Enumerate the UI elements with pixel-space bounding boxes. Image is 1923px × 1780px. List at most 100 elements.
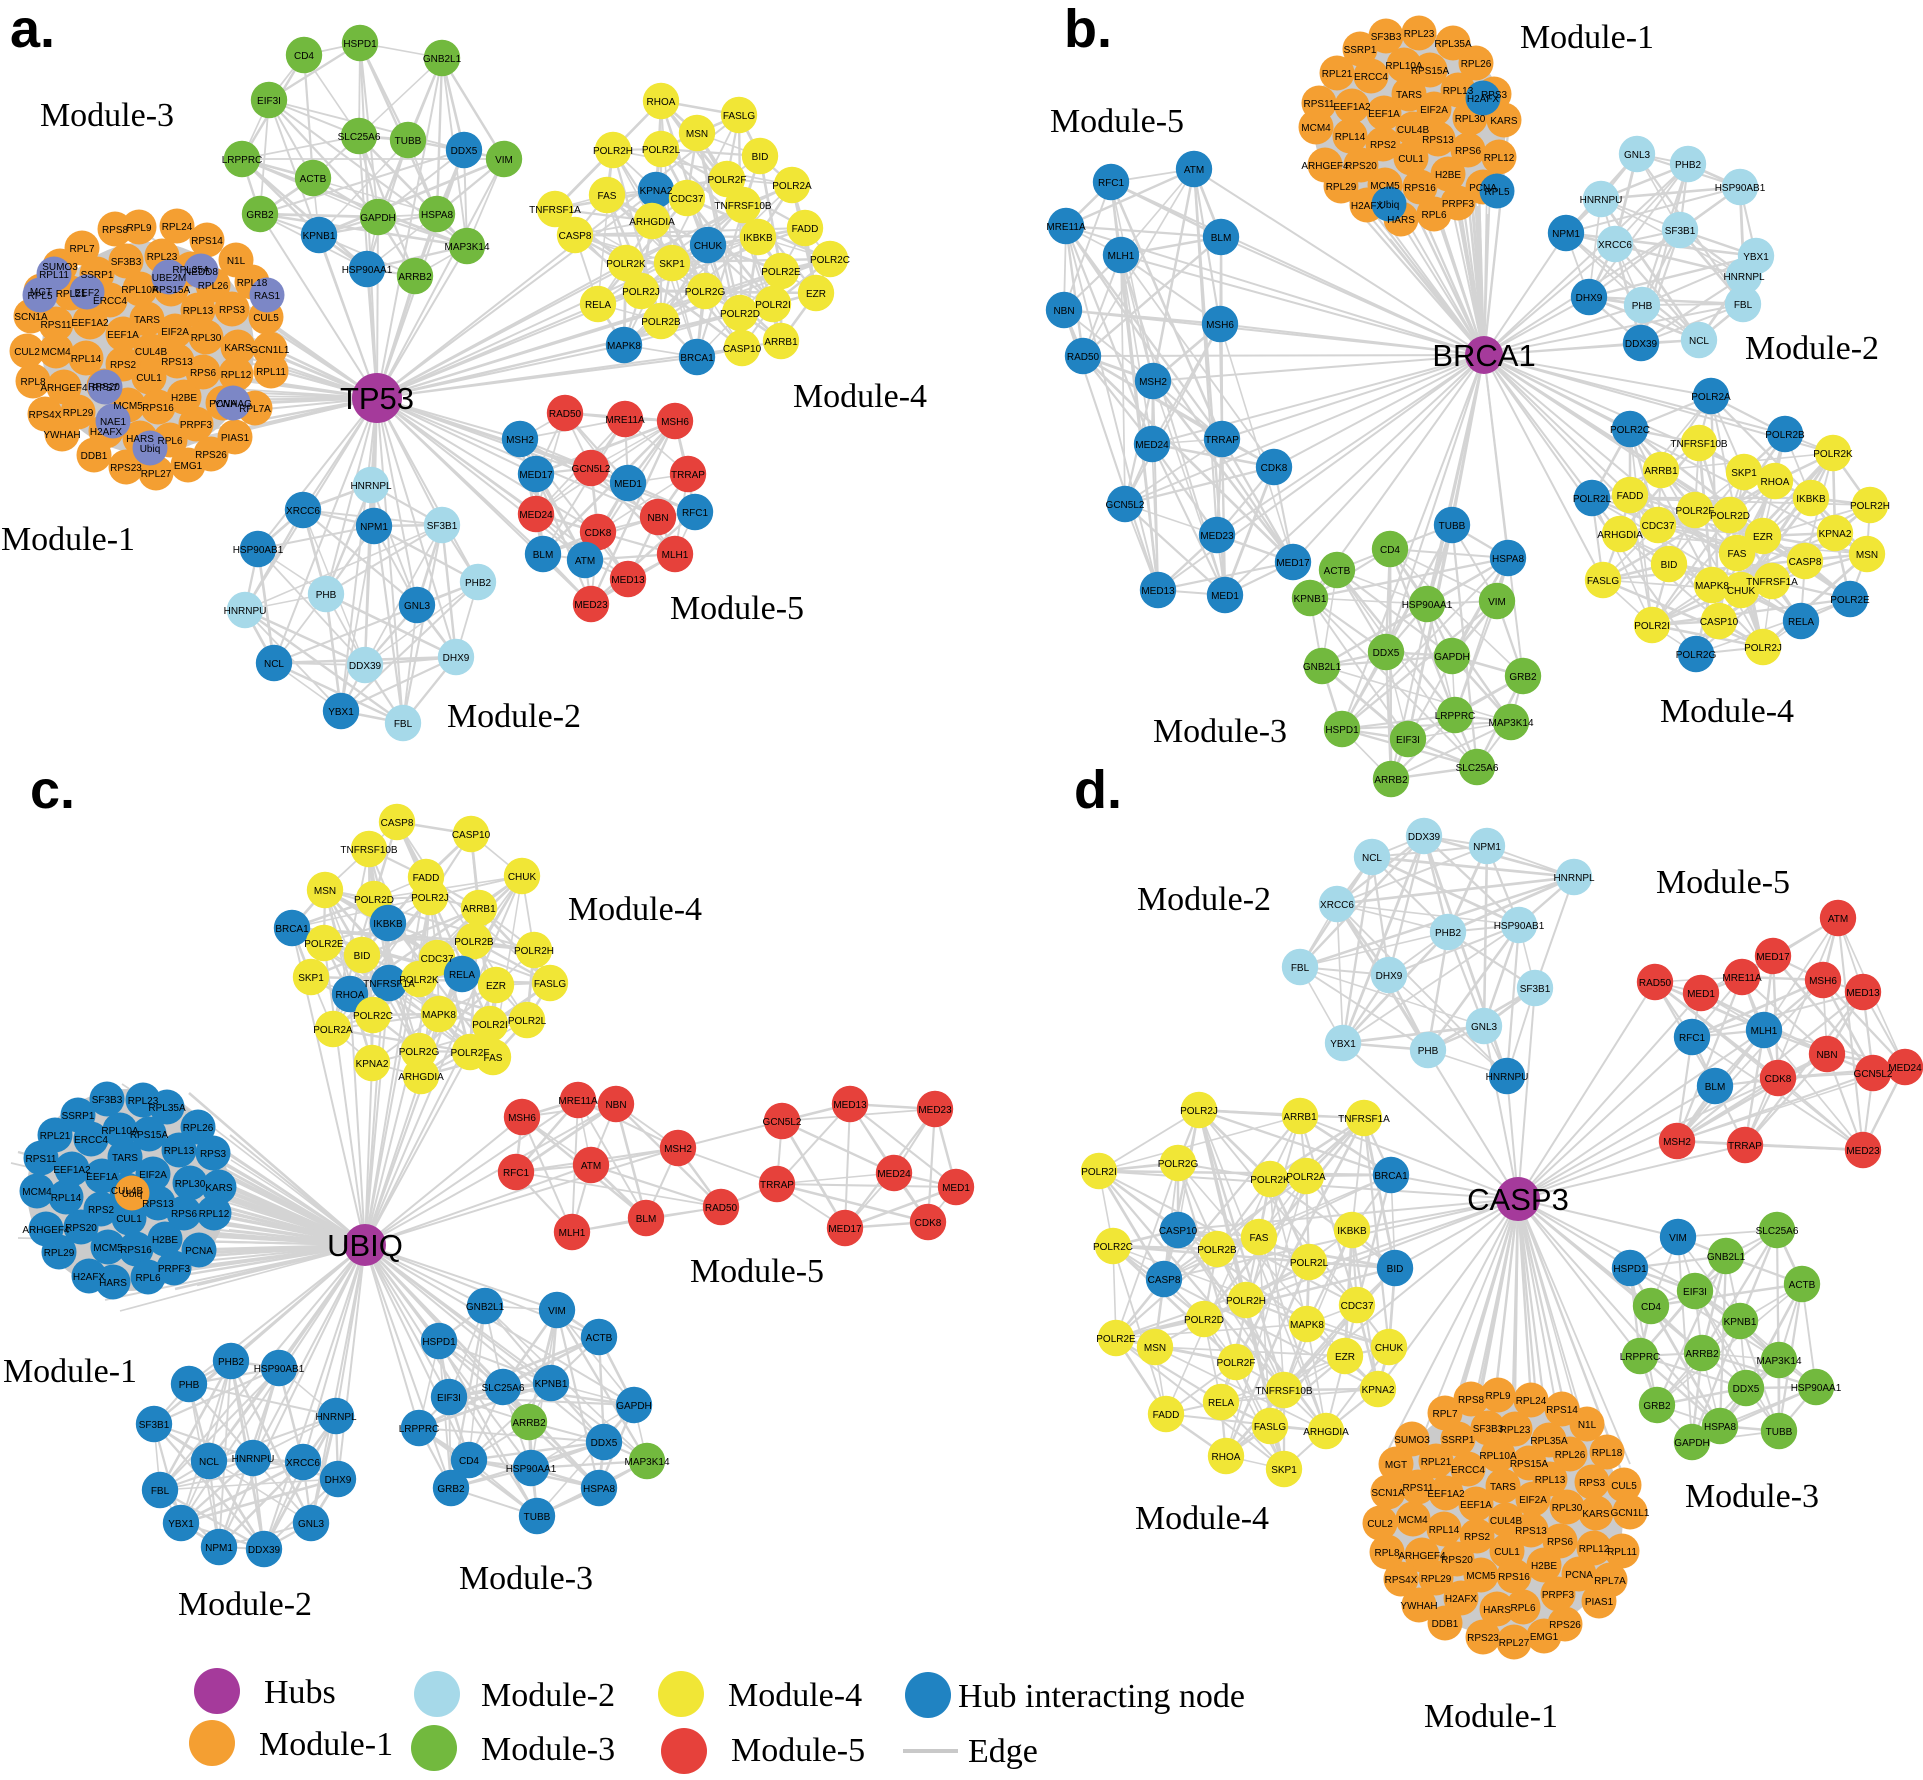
svg-text:FASLG: FASLG: [1254, 1422, 1286, 1433]
svg-text:RHOA: RHOA: [1212, 1452, 1241, 1463]
svg-text:ARRB2: ARRB2: [512, 1418, 546, 1429]
svg-text:ACTB: ACTB: [1789, 1280, 1816, 1291]
svg-text:BID: BID: [1387, 1264, 1404, 1275]
svg-text:DDX5: DDX5: [451, 146, 478, 157]
svg-text:CHUK: CHUK: [1375, 1343, 1404, 1354]
svg-text:POLR2F: POLR2F: [1217, 1358, 1256, 1369]
svg-text:RPL8: RPL8: [1374, 1548, 1399, 1559]
svg-text:POLR2L: POLR2L: [1573, 494, 1612, 505]
svg-text:EZR: EZR: [1753, 532, 1773, 543]
svg-text:CDK8: CDK8: [915, 1218, 942, 1229]
svg-text:POLR2L: POLR2L: [1290, 1258, 1329, 1269]
svg-text:MED13: MED13: [611, 575, 645, 586]
svg-text:ARHGEF4: ARHGEF4: [1398, 1551, 1446, 1562]
svg-text:DHX9: DHX9: [325, 1475, 352, 1486]
svg-text:HSP90AB1: HSP90AB1: [1715, 183, 1766, 194]
svg-text:GCN5L2: GCN5L2: [1854, 1069, 1893, 1080]
svg-text:POLR2A: POLR2A: [313, 1025, 353, 1036]
svg-text:EIF2A: EIF2A: [1519, 1495, 1547, 1506]
svg-text:FAS: FAS: [1250, 1233, 1269, 1244]
svg-text:EEF1A: EEF1A: [86, 1172, 118, 1183]
svg-text:RAD50: RAD50: [705, 1203, 738, 1214]
svg-text:RPS15A: RPS15A: [1510, 1459, 1549, 1470]
svg-text:POLR2F: POLR2F: [451, 1048, 490, 1059]
svg-text:BRCA1: BRCA1: [1374, 1171, 1408, 1182]
svg-text:HSP90AB1: HSP90AB1: [1494, 921, 1545, 932]
svg-text:GCN5L2: GCN5L2: [763, 1117, 802, 1128]
svg-text:POLR2J: POLR2J: [411, 893, 449, 904]
svg-text:FADD: FADD: [1617, 491, 1644, 502]
svg-text:FAS: FAS: [484, 1053, 503, 1064]
svg-text:GAPDH: GAPDH: [1674, 1438, 1710, 1449]
svg-text:SF3B1: SF3B1: [1665, 226, 1696, 237]
svg-text:GAPDH: GAPDH: [616, 1401, 652, 1412]
svg-text:RPL30: RPL30: [175, 1179, 206, 1190]
svg-text:RPL23: RPL23: [147, 252, 178, 263]
svg-text:b.: b.: [1064, 0, 1112, 59]
svg-text:N1L: N1L: [227, 256, 246, 267]
svg-text:HARS: HARS: [99, 1278, 127, 1289]
svg-text:H2BE: H2BE: [1435, 170, 1461, 181]
svg-text:BID: BID: [1661, 560, 1678, 571]
svg-text:Module-1: Module-1: [1, 521, 135, 558]
svg-text:TNFRSF10B: TNFRSF10B: [1670, 439, 1728, 450]
svg-text:CUL5: CUL5: [253, 313, 279, 324]
svg-text:CASP8: CASP8: [1789, 557, 1822, 568]
svg-text:XRCC6: XRCC6: [1320, 900, 1354, 911]
svg-text:MED17: MED17: [1276, 558, 1310, 569]
svg-text:FADD: FADD: [792, 224, 819, 235]
svg-text:RPS20: RPS20: [65, 1223, 97, 1234]
svg-text:Module-3: Module-3: [40, 97, 174, 134]
svg-text:RPS26: RPS26: [1549, 1620, 1581, 1631]
svg-text:Module-3: Module-3: [1153, 713, 1287, 750]
svg-text:EIF2A: EIF2A: [139, 1170, 167, 1181]
svg-text:CDK8: CDK8: [1765, 1074, 1792, 1085]
svg-text:CUL5: CUL5: [1611, 1481, 1637, 1492]
svg-text:a.: a.: [10, 0, 55, 59]
svg-text:CD4: CD4: [294, 51, 314, 62]
svg-text:Module-1: Module-1: [1424, 1698, 1558, 1735]
svg-text:MAPK8: MAPK8: [607, 341, 641, 352]
svg-text:MSH6: MSH6: [1809, 976, 1837, 987]
svg-text:HSPA8: HSPA8: [1704, 1422, 1736, 1433]
svg-text:ARRB1: ARRB1: [1283, 1112, 1317, 1123]
svg-text:PRPF3: PRPF3: [1542, 1590, 1575, 1601]
svg-text:Module-4: Module-4: [1660, 693, 1794, 730]
svg-text:H2AFX: H2AFX: [1467, 94, 1500, 105]
svg-text:POLR2D: POLR2D: [720, 309, 760, 320]
svg-text:KARS: KARS: [1490, 116, 1518, 127]
svg-text:RPS2: RPS2: [1370, 140, 1397, 151]
svg-text:RPL12: RPL12: [1579, 1544, 1610, 1555]
svg-text:POLR2K: POLR2K: [399, 975, 439, 986]
svg-text:POLR2J: POLR2J: [1744, 643, 1782, 654]
svg-text:POLR2C: POLR2C: [353, 1011, 393, 1022]
svg-text:SLC25A6: SLC25A6: [1456, 763, 1499, 774]
svg-text:RPL14: RPL14: [1429, 1525, 1460, 1536]
svg-text:DHX9: DHX9: [1576, 293, 1603, 304]
svg-text:CASP10: CASP10: [723, 344, 762, 355]
svg-text:HSPD1: HSPD1: [343, 39, 377, 50]
svg-text:POLR2B: POLR2B: [1765, 430, 1805, 441]
svg-text:Module-2: Module-2: [1137, 881, 1271, 918]
svg-text:HARS: HARS: [1387, 215, 1415, 226]
svg-text:HNRNPU: HNRNPU: [1486, 1072, 1529, 1083]
svg-text:TARS: TARS: [1396, 90, 1422, 101]
svg-text:RPS2: RPS2: [110, 360, 137, 371]
svg-text:DDX39: DDX39: [1625, 339, 1658, 350]
svg-text:RPS3: RPS3: [1579, 1478, 1606, 1489]
svg-text:SKP1: SKP1: [1731, 468, 1757, 479]
svg-text:RPL13: RPL13: [1535, 1475, 1566, 1486]
svg-text:HSPD1: HSPD1: [1613, 1264, 1647, 1275]
svg-text:H2AFX: H2AFX: [90, 427, 123, 438]
svg-text:POLR2A: POLR2A: [772, 181, 812, 192]
svg-text:POLR2L: POLR2L: [642, 145, 681, 156]
svg-text:GNB2L1: GNB2L1: [466, 1302, 505, 1313]
svg-text:DDX5: DDX5: [1733, 1384, 1760, 1395]
svg-text:RPS26: RPS26: [195, 450, 227, 461]
svg-text:GNL3: GNL3: [1624, 150, 1651, 161]
svg-text:MSH2: MSH2: [1663, 1137, 1691, 1148]
svg-text:MGT: MGT: [30, 287, 52, 298]
svg-text:RPL29: RPL29: [63, 408, 94, 419]
svg-text:GNB2L1: GNB2L1: [1303, 662, 1342, 673]
svg-text:d.: d.: [1074, 760, 1122, 820]
